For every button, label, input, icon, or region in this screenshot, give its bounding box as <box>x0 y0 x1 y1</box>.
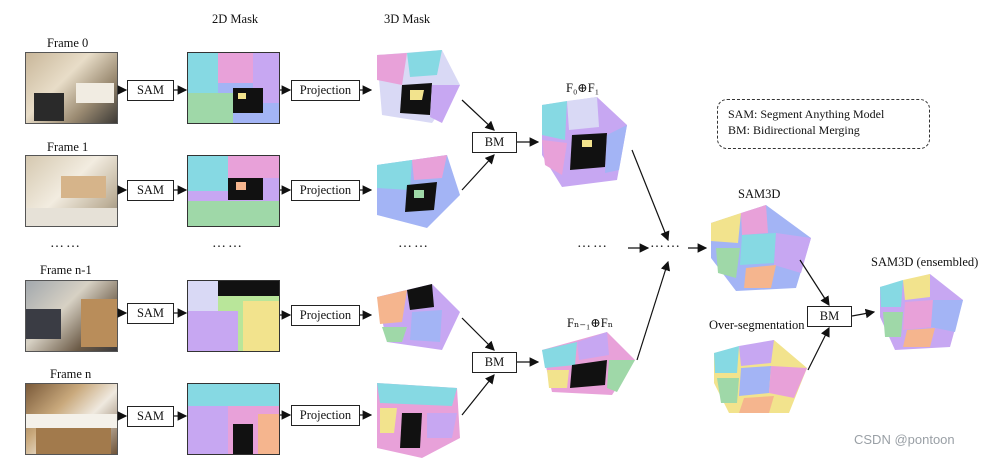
mask3d-n-1 <box>377 284 460 350</box>
header-2d-mask: 2D Mask <box>212 12 259 26</box>
mask2d-0 <box>187 52 280 124</box>
bm-box-final: BM <box>807 306 852 327</box>
projection-box-n: Projection <box>291 405 360 426</box>
frame-photo-0 <box>25 52 118 124</box>
bm-box-top: BM <box>472 132 517 153</box>
frame-photo-n-1 <box>25 280 118 352</box>
mask2d-1 <box>187 155 280 227</box>
frame-photo-1 <box>25 155 118 227</box>
mask2d-n-1 <box>187 280 280 352</box>
ellipsis-2d: …… <box>212 236 244 251</box>
frame-photo-n <box>25 383 118 455</box>
frame-label-n: Frame n <box>50 367 92 381</box>
legend-sam: SAM: Segment Anything Model <box>728 107 885 121</box>
sam-box-n-1: SAM <box>127 303 174 324</box>
projection-box-0: Projection <box>291 80 360 101</box>
ellipsis-final: …… <box>650 236 682 251</box>
mask3d-0 <box>377 50 460 123</box>
mask2d-n <box>187 383 280 455</box>
frame-label-1: Frame 1 <box>47 140 89 154</box>
frame-label-n-1: Frame n-1 <box>40 263 92 277</box>
label-sam3d: SAM3D <box>738 187 781 201</box>
ellipsis-3d: …… <box>398 236 430 251</box>
merged-cloud-bottom <box>542 332 635 395</box>
merge-label-top: F₀⊕F₁ <box>566 81 600 95</box>
label-sam3d-ensembled: SAM3D (ensembled) <box>871 255 979 269</box>
legend-bm: BM: Bidirectional Merging <box>728 123 860 137</box>
projection-box-n-1: Projection <box>291 305 360 326</box>
header-3d-mask: 3D Mask <box>384 12 431 26</box>
mask3d-1 <box>377 155 460 228</box>
legend: SAM: Segment Anything Model BM: Bidirect… <box>717 99 930 149</box>
sam-box-0: SAM <box>127 80 174 101</box>
bm-box-bottom: BM <box>472 352 517 373</box>
frame-label-0: Frame 0 <box>47 36 89 50</box>
mask3d-n <box>377 383 460 458</box>
sam-box-n: SAM <box>127 406 174 427</box>
ellipsis-frames: …… <box>50 236 82 251</box>
label-over-segmentation: Over-segmentation <box>709 318 805 332</box>
merge-label-bottom: Fₙ₋₁⊕Fₙ <box>567 316 614 330</box>
watermark: CSDN @pontoon <box>854 432 955 447</box>
projection-box-1: Projection <box>291 180 360 201</box>
sam-box-1: SAM <box>127 180 174 201</box>
over-segmentation-cloud <box>714 340 807 413</box>
merged-cloud-top <box>542 97 627 187</box>
sam3d-ensembled-cloud <box>880 274 963 350</box>
ellipsis-merge: …… <box>577 236 609 251</box>
